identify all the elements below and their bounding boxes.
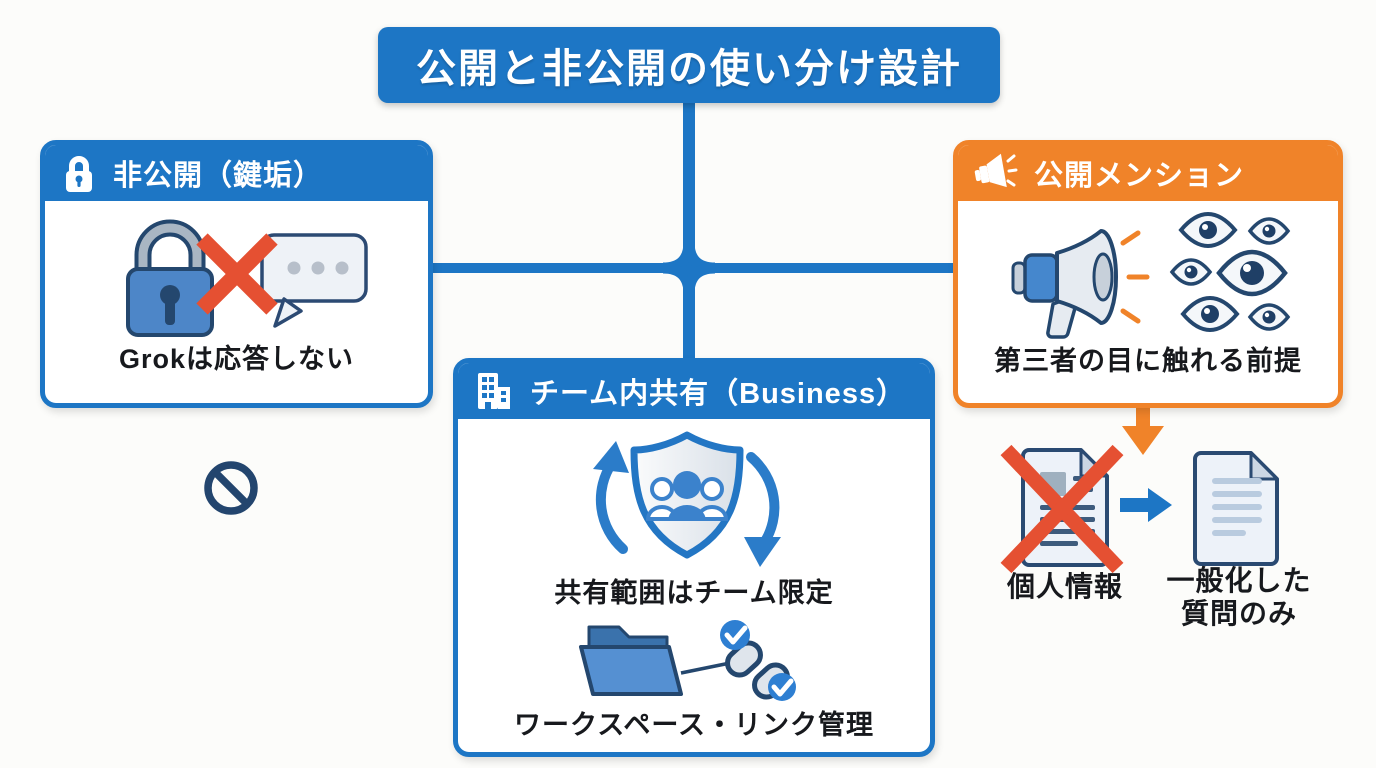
page-title: 公開と非公開の使い分け設計 (416, 47, 962, 91)
eyes-icon (1169, 212, 1291, 332)
prohibition-icon (204, 461, 258, 515)
public-box-title: 公開メンション (1034, 160, 1245, 192)
generalized-question-label-line1: 一般化した (1166, 565, 1312, 596)
building-icon (478, 373, 510, 409)
tree-connector-lines (423, 100, 953, 362)
orange-down-arrow-icon (1122, 401, 1164, 455)
public-box-body: 第三者の目に触れる前提 (958, 201, 1338, 403)
workspace-link-illustration (579, 619, 796, 701)
no-response-illustration (126, 219, 368, 337)
team-box-title: チーム内共有（Business） (530, 378, 907, 410)
generalized-question-label-line2: 質問のみ (1180, 598, 1297, 630)
generalized-document-icon (1193, 451, 1279, 566)
folder-icon (579, 625, 683, 696)
rotate-arrows-icon (593, 441, 781, 567)
private-box-caption: Grokは応答しない (118, 344, 355, 374)
private-box-header: 非公開（鍵垢） (45, 145, 428, 201)
megaphone-illustration-icon (1011, 229, 1150, 339)
private-box-title: 非公開（鍵垢） (113, 160, 324, 192)
team-box-header: チーム内共有（Business） (458, 363, 930, 419)
public-box-header: 公開メンション (958, 145, 1338, 201)
megaphone-eyes-illustration (1011, 212, 1291, 339)
lock-icon (66, 156, 92, 192)
team-box-caption-manage: ワークスペース・リンク管理 (514, 709, 874, 740)
title-box: 公開と非公開の使い分け設計 (378, 27, 1000, 103)
red-cross-icon (1000, 444, 1124, 574)
personal-info-label: 個人情報 (1006, 571, 1123, 602)
public-box-caption: 第三者の目に触れる前提 (994, 346, 1302, 376)
speech-bubble-icon (260, 233, 368, 328)
team-shield-illustration (593, 431, 781, 567)
team-box-caption-scope: 共有範囲はチーム限定 (554, 578, 834, 608)
team-box: チーム内共有（Business） (453, 358, 935, 757)
public-box: 公開メンション (953, 140, 1343, 408)
megaphone-icon (974, 153, 1018, 188)
check-icon (720, 619, 796, 701)
team-box-body: 共有範囲はチーム限定 (458, 419, 930, 752)
private-box-body: Grokは応答しない (45, 201, 428, 403)
cross-icon (196, 233, 278, 315)
generalized-question-label: 一般化した 質問のみ (1156, 564, 1322, 630)
people-icon (645, 471, 729, 521)
right-arrow-icon (1120, 488, 1172, 522)
private-box: 非公開（鍵垢） (40, 140, 433, 408)
